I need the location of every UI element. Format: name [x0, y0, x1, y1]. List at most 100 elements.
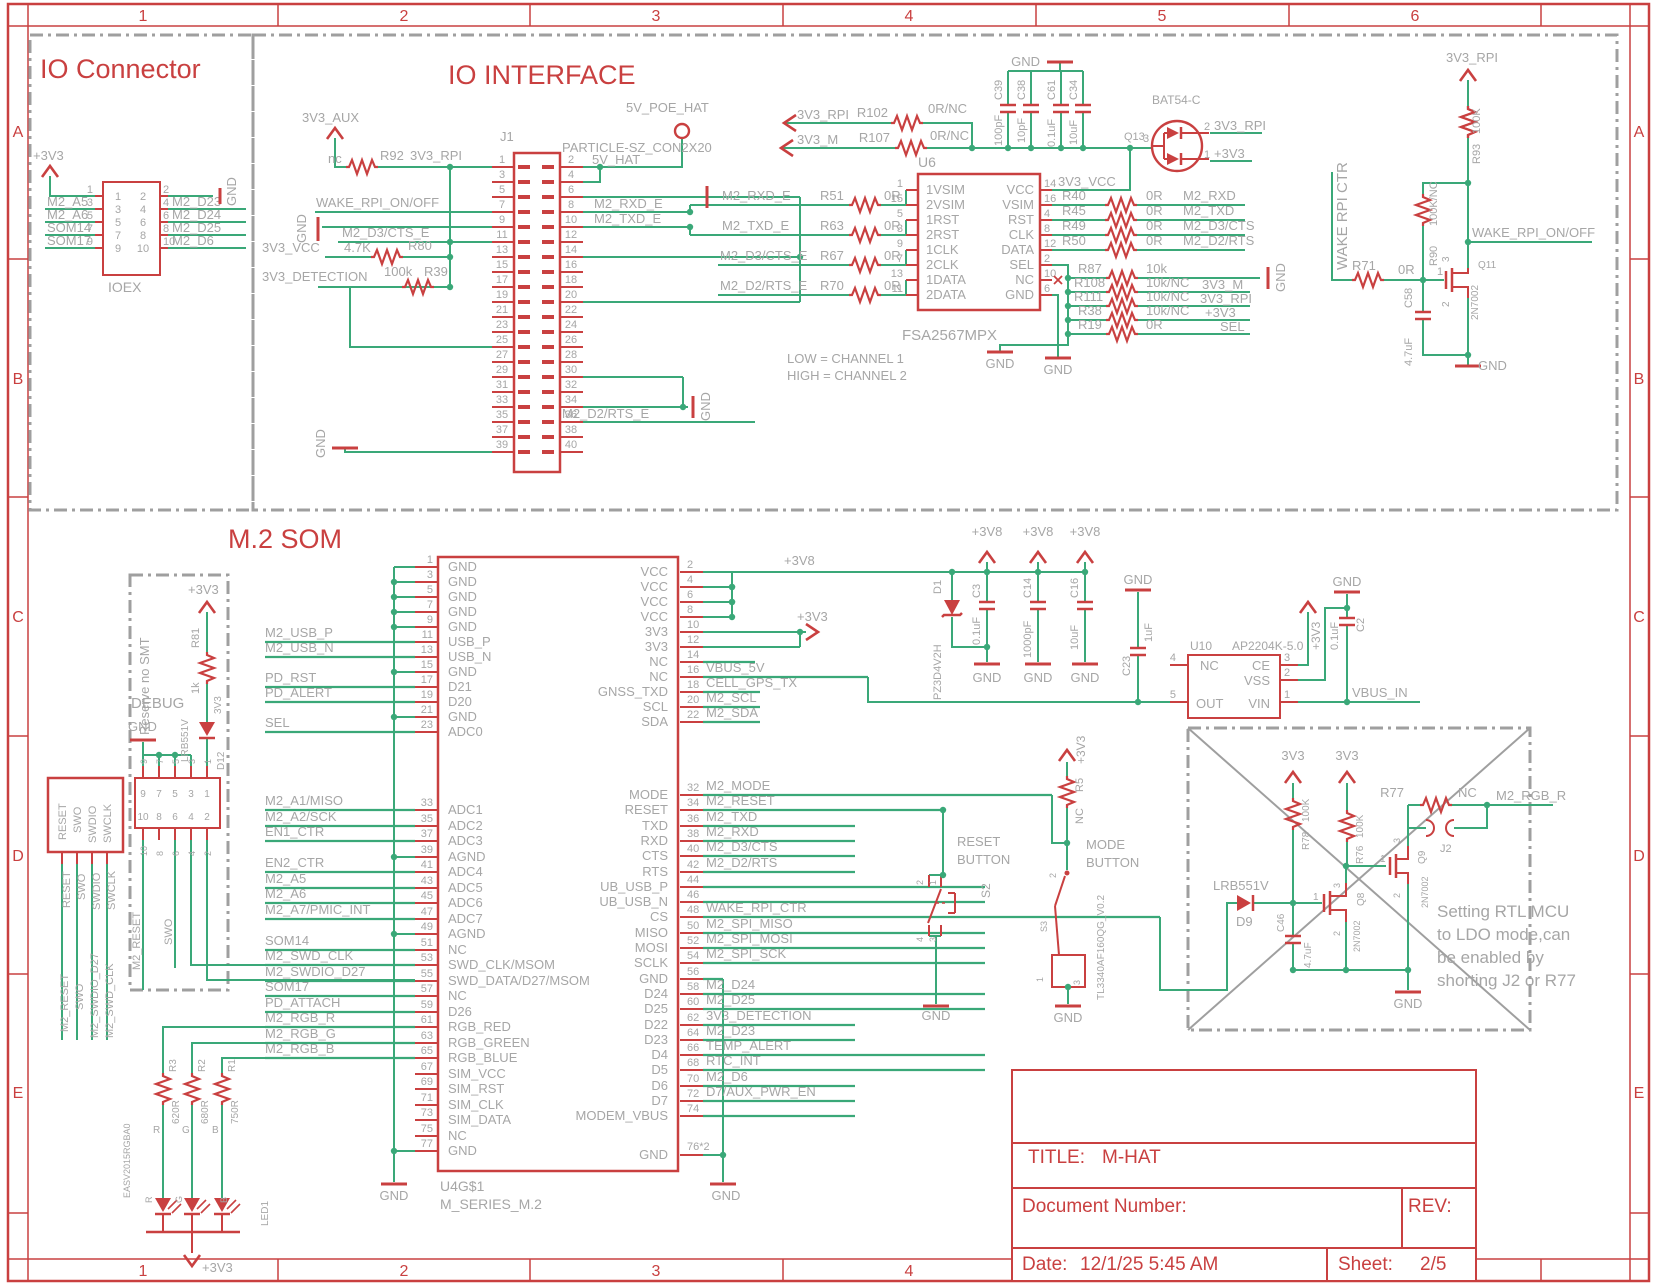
pin-number: 40 — [565, 439, 577, 451]
label: B — [212, 1125, 219, 1136]
doc-label: Document Number: — [1022, 1196, 1187, 1217]
label: SWO — [76, 873, 88, 900]
pin-name: 2CLK — [926, 257, 959, 272]
net-label: M2_D25 — [172, 220, 221, 235]
red-line — [1396, 872, 1409, 884]
pin-number: 4 — [163, 197, 169, 209]
label: Q8 — [1356, 892, 1367, 906]
net-label: WAKE_RPI_CTR — [706, 900, 807, 915]
j1-pin-pad — [518, 360, 530, 364]
label: R111 — [1074, 289, 1103, 304]
label: 4.7uF — [1403, 338, 1415, 366]
label: 3V3_RPI — [1214, 118, 1266, 133]
junction-dot — [1064, 288, 1072, 296]
label: D12 — [216, 751, 227, 770]
label: R49 — [1062, 218, 1086, 233]
pin-number: 73 — [421, 1107, 433, 1119]
pin-name: D20 — [448, 694, 472, 709]
pin-number: 6 — [568, 184, 574, 196]
label: R80 — [408, 238, 432, 253]
label: R67 — [820, 248, 844, 263]
junction-dot — [390, 593, 398, 601]
pin-name: ADC7 — [448, 911, 483, 926]
j1-pin-pad — [542, 255, 554, 259]
frame-row: B — [1634, 371, 1645, 388]
io-connector-box — [28, 33, 255, 512]
label: nc — [328, 151, 342, 166]
pin-number: 39 — [496, 439, 508, 451]
net-label: PD_ALERT — [265, 685, 332, 700]
j1-pin-pad — [542, 345, 554, 349]
label: LOW = CHANNEL 1 — [787, 351, 904, 366]
frame-col: 6 — [1411, 8, 1420, 25]
label: 0R — [1146, 317, 1163, 332]
net-label: TEMP_ALERT — [706, 1038, 791, 1053]
junction-dot — [390, 578, 398, 586]
net-label: M2_USB_P — [265, 625, 333, 640]
pin-number: 12 — [687, 634, 699, 646]
net-label: EN1_CTR — [265, 824, 324, 839]
pin-number: 5 — [171, 759, 181, 764]
pin-number: 34 — [687, 797, 699, 809]
net-label: M2_USB_N — [265, 640, 334, 655]
pin-name: NC — [448, 988, 467, 1003]
label: SWO — [163, 918, 175, 945]
power-arrow — [1057, 747, 1077, 762]
label: RESET — [957, 834, 1000, 849]
junction-dot — [1464, 238, 1472, 246]
pin-name: CTS — [642, 848, 668, 863]
label: DEBUG — [131, 695, 184, 712]
pin-number: 5 — [172, 789, 178, 800]
label: M2_SWDIO_D27 — [89, 953, 101, 1038]
label: C38 — [1016, 80, 1028, 100]
ioex-chip — [102, 181, 161, 276]
pin-number: 3 — [187, 759, 197, 764]
label: R92 — [380, 148, 404, 163]
pin-number: 70 — [687, 1073, 699, 1085]
label: IO Connector — [40, 54, 201, 84]
pin-name: NC — [649, 654, 668, 669]
label: RESET — [61, 871, 73, 908]
frame-col: 4 — [905, 8, 914, 25]
net-label: SOM14 — [47, 220, 91, 235]
j1-pin-pad — [518, 420, 530, 424]
j1-pin-pad — [518, 330, 530, 334]
diode — [1167, 127, 1179, 139]
net-label: M2_SWD_CLK — [265, 948, 353, 963]
wire — [1051, 795, 1067, 844]
j1-pin-pad — [542, 435, 554, 439]
pin-number: 67 — [421, 1061, 433, 1073]
frame-row: A — [1634, 124, 1645, 141]
pin-number: 11 — [496, 229, 507, 241]
pin-number: 65 — [421, 1045, 433, 1057]
sheet-value: 2/5 — [1420, 1254, 1447, 1275]
power-arrow — [325, 125, 345, 140]
red-line — [1053, 275, 1063, 285]
junction-dot — [446, 283, 454, 291]
label: OUT — [1196, 696, 1224, 711]
label: 3 — [1392, 838, 1402, 843]
label: 0.1uF — [971, 617, 983, 645]
frame-col: 1 — [139, 1263, 148, 1280]
pin-name: GND — [448, 619, 477, 634]
pin-number: 3 — [188, 789, 194, 800]
net-label: M2_D23 — [706, 1023, 755, 1038]
pin-number: 60 — [687, 996, 699, 1008]
j1-pin-pad — [542, 195, 554, 199]
pin-number: 23 — [421, 719, 433, 731]
junction-dot — [390, 713, 398, 721]
pin-name: D22 — [644, 1017, 668, 1032]
frame-row: C — [12, 609, 24, 626]
label: 5V_POE_HAT — [626, 100, 709, 115]
pin-name: D26 — [448, 1004, 472, 1019]
label: 4.7uF — [1303, 942, 1314, 968]
resistor — [1282, 798, 1304, 830]
label: C58 — [1403, 288, 1415, 308]
label: 3 — [1332, 883, 1342, 888]
label: 3 — [1441, 256, 1452, 262]
label: Q11 — [1478, 260, 1497, 271]
pin-number: 34 — [565, 394, 577, 406]
pin-number: 13 — [421, 644, 433, 656]
label: GND — [986, 356, 1015, 371]
